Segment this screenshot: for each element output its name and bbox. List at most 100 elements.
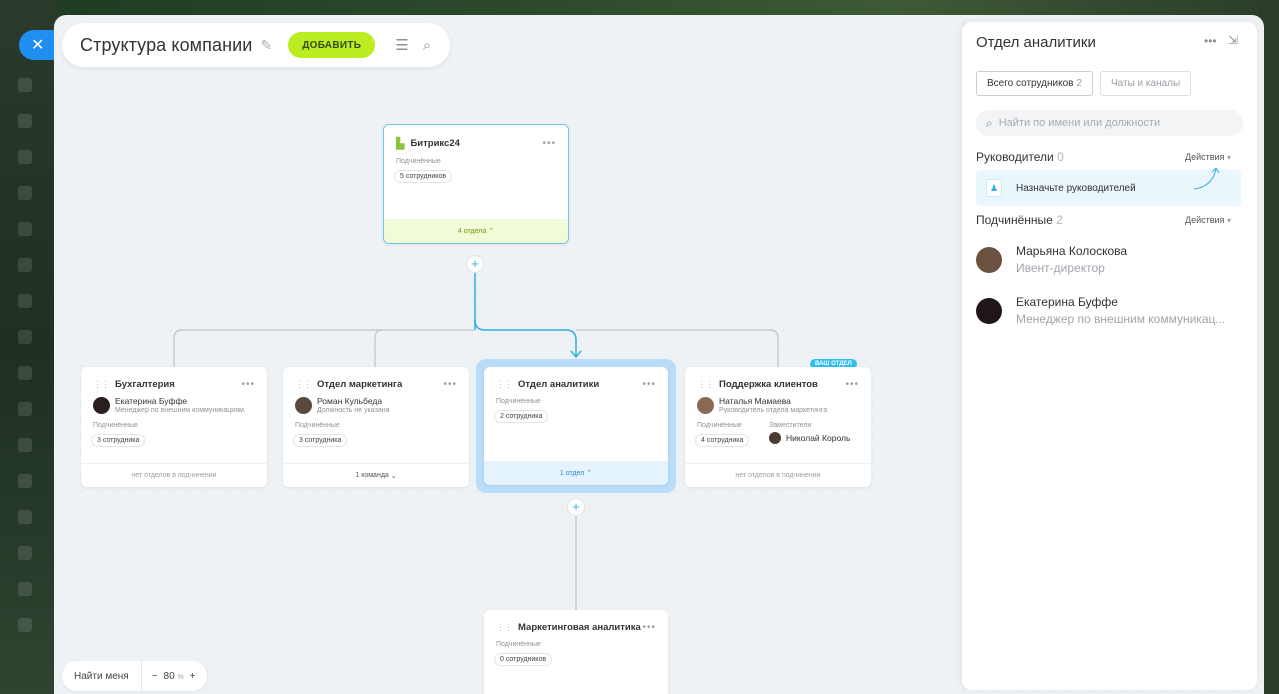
- expand-departments-toggle[interactable]: 4 отдела ⌃: [384, 219, 568, 243]
- employee-name: Марьяна Колоскова: [1016, 244, 1128, 258]
- zoom-toolbar: Найти меня − 80 % +: [62, 661, 207, 691]
- employee-count[interactable]: 0 сотрудников: [494, 653, 553, 666]
- more-icon[interactable]: •••: [241, 379, 255, 390]
- department-title: Отдел маркетинга: [317, 379, 403, 390]
- add-child-button[interactable]: +: [466, 255, 484, 273]
- avatar[interactable]: [295, 396, 312, 414]
- employee-count[interactable]: 3 сотрудника: [293, 434, 348, 447]
- subordinates-actions-dropdown[interactable]: Действия ▾: [1185, 215, 1231, 225]
- department-title: Битрикс24: [410, 138, 460, 149]
- chevron-up-icon: ⌃: [586, 470, 593, 477]
- employee-role: Ивент-директор: [1016, 261, 1105, 275]
- employee-count[interactable]: 4 сотрудника: [695, 434, 750, 447]
- subordinates-label: Подчинённые: [697, 422, 742, 429]
- user-icon: ♟: [986, 179, 1002, 197]
- your-department-badge: ВАШ ОТДЕЛ: [810, 359, 857, 369]
- head-name[interactable]: Екатерина Буффе: [115, 396, 188, 406]
- hint-arrow-icon: [1193, 167, 1220, 190]
- subdepartments-toggle[interactable]: 1 отдел ⌃: [484, 461, 668, 485]
- head-name[interactable]: Роман Кульбеда: [317, 396, 383, 406]
- close-icon: ✕: [31, 37, 45, 54]
- head-role: Менеджер по внешним коммуникациям: [115, 407, 244, 414]
- chevron-down-icon: ⌄: [390, 472, 397, 480]
- header-toolbar: Структура компании ✎ ДОБАВИТЬ ☰ ⌕: [62, 23, 450, 67]
- drag-handle-icon[interactable]: ⋮⋮: [295, 379, 312, 389]
- chevron-up-icon: ⌃: [488, 228, 495, 235]
- no-subdepartments: нет отделов в подчинении: [81, 463, 267, 487]
- more-icon[interactable]: •••: [542, 138, 556, 149]
- more-icon[interactable]: •••: [1204, 34, 1217, 48]
- menu-icon[interactable]: ☰: [395, 37, 409, 54]
- subordinates-label: Подчинённые: [496, 641, 541, 648]
- drag-handle-icon[interactable]: ⋮⋮: [496, 622, 513, 632]
- avatar[interactable]: [93, 396, 110, 414]
- tab-chats-channels[interactable]: Чаты и каналы: [1100, 71, 1192, 96]
- employee-item[interactable]: Екатерина Буффе Менеджер по внешним комм…: [976, 295, 1226, 326]
- department-title: Отдел аналитики: [518, 379, 600, 390]
- building-icon: ▙: [396, 138, 405, 150]
- subordinates-label: Подчинённые: [496, 398, 541, 405]
- add-child-button[interactable]: +: [567, 498, 585, 516]
- more-icon[interactable]: •••: [642, 379, 656, 390]
- assign-heads-button[interactable]: ♟ Назначьте руководителей: [976, 170, 1241, 206]
- deputies-label: Заместители: [769, 422, 812, 429]
- root-department-card[interactable]: ▙ Битрикс24 ••• Подчинённые 5 сотруднико…: [383, 124, 569, 244]
- subdepartments-count: 1 отдел: [559, 469, 585, 477]
- teams-toggle[interactable]: 1 команда ⌄: [283, 463, 469, 487]
- drag-handle-icon[interactable]: ⋮⋮: [496, 379, 513, 389]
- subordinates-section-title: Подчинённые 2: [976, 213, 1063, 227]
- department-card-marketing[interactable]: ⋮⋮ Отдел маркетинга ••• Роман Кульбеда Д…: [283, 367, 469, 487]
- search-icon[interactable]: ⌕: [422, 36, 432, 54]
- pin-icon[interactable]: ✎: [260, 36, 273, 53]
- departments-count: 4 отдела: [457, 227, 487, 235]
- more-icon[interactable]: •••: [845, 379, 859, 390]
- connector-lines: [173, 268, 779, 610]
- department-title: Бухгалтерия: [115, 379, 175, 390]
- employee-count[interactable]: 2 сотрудника: [494, 410, 549, 423]
- more-icon[interactable]: •••: [443, 379, 457, 390]
- teams-count: 1 команда: [355, 472, 389, 479]
- department-card-support[interactable]: ⋮⋮ Поддержка клиентов ••• Наталья Мамаев…: [685, 367, 871, 487]
- employee-name: Екатерина Буффе: [1016, 295, 1118, 309]
- avatar: [976, 246, 1002, 273]
- panel-title: Отдел аналитики: [976, 34, 1096, 51]
- subordinates-label: Подчинённые: [295, 422, 340, 429]
- employee-count[interactable]: 5 сотрудников: [394, 170, 453, 183]
- head-role: Должность не указана: [317, 407, 390, 414]
- drag-handle-icon[interactable]: ⋮⋮: [697, 379, 714, 389]
- add-button[interactable]: ДОБАВИТЬ: [288, 32, 376, 58]
- department-card-accounting[interactable]: ⋮⋮ Бухгалтерия ••• Екатерина Буффе Менед…: [81, 367, 267, 487]
- employee-role: Менеджер по внешним коммуникац...: [1016, 312, 1226, 326]
- department-card-analytics[interactable]: ⋮⋮ Отдел аналитики ••• Подчинённые 2 сот…: [484, 367, 668, 485]
- zoom-level: 80 %: [163, 670, 184, 682]
- caret-down-icon: ▾: [1226, 153, 1231, 162]
- zoom-in-button[interactable]: +: [189, 670, 196, 682]
- more-icon[interactable]: •••: [642, 622, 656, 633]
- search-placeholder: Найти по имени или должности: [998, 117, 1161, 129]
- avatar[interactable]: [769, 432, 781, 444]
- search-icon: ⌕: [986, 115, 993, 130]
- drag-handle-icon[interactable]: ⋮⋮: [93, 379, 110, 389]
- department-title: Маркетинговая аналитика: [518, 622, 641, 633]
- find-me-button[interactable]: Найти меня: [62, 661, 142, 691]
- heads-actions-dropdown[interactable]: Действия ▾: [1185, 152, 1231, 162]
- collapse-icon[interactable]: ⇲: [1228, 33, 1239, 47]
- no-subdepartments: нет отделов в подчинении: [685, 463, 871, 487]
- subordinates-label: Подчинённые: [396, 158, 441, 165]
- employee-search-input[interactable]: ⌕ Найти по имени или должности: [976, 110, 1243, 136]
- head-name[interactable]: Наталья Мамаева: [719, 396, 791, 406]
- zoom-out-button[interactable]: −: [151, 670, 158, 682]
- deputy-name[interactable]: Николай Король: [786, 433, 851, 443]
- department-title: Поддержка клиентов: [719, 379, 818, 390]
- employee-item[interactable]: Марьяна Колоскова Ивент-директор: [976, 244, 1226, 275]
- employee-count[interactable]: 3 сотрудника: [91, 434, 146, 447]
- avatar: [976, 297, 1002, 324]
- avatar[interactable]: [697, 396, 714, 414]
- background-sidebar: [0, 0, 56, 694]
- subordinates-label: Подчинённые: [93, 422, 138, 429]
- heads-section-title: Руководители 0: [976, 150, 1064, 164]
- department-card-marketing-analytics[interactable]: ⋮⋮ Маркетинговая аналитика ••• Подчинённ…: [484, 610, 668, 694]
- close-slider-button[interactable]: ✕: [19, 30, 59, 60]
